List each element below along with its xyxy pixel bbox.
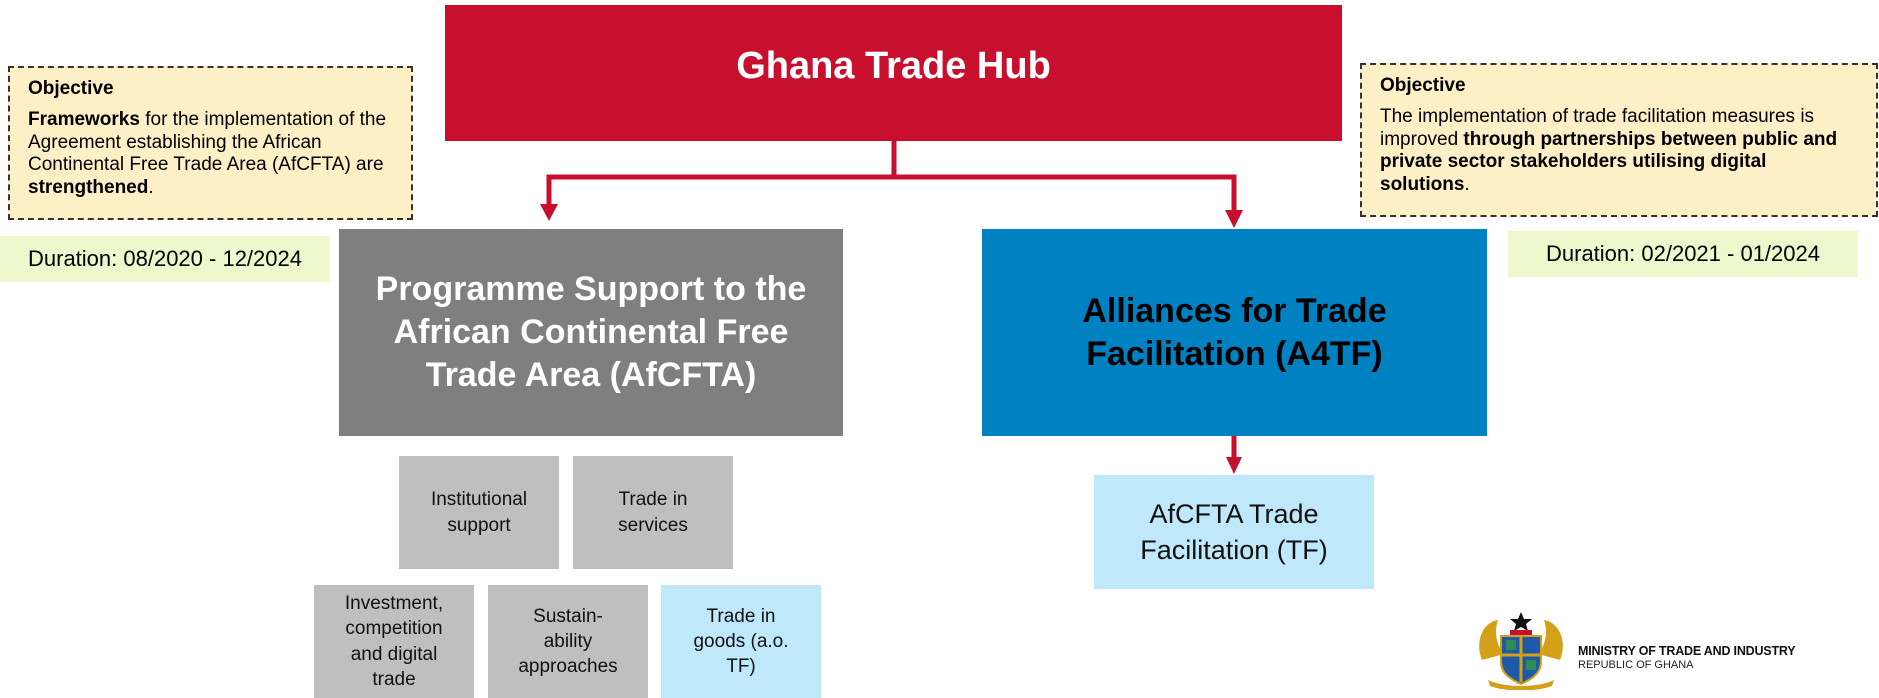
component-institutional-support: Institutional support: [399, 456, 559, 569]
component-label-line: Investment,: [344, 593, 444, 615]
component-label-line: ability: [543, 630, 593, 652]
programme-title-line: Facilitation (A4TF): [1086, 334, 1383, 373]
tf-label-line: AfCFTA Trade: [1149, 498, 1319, 529]
programme-a4tf-box: Alliances for Trade Facilitation (A4TF): [982, 229, 1487, 436]
objective-bold-text: strengthened: [28, 177, 149, 199]
ministry-name: MINISTRY OF TRADE AND INDUSTRY: [1578, 644, 1796, 658]
component-label-line: services: [618, 514, 688, 536]
ghana-coat-of-arms-icon: [1479, 612, 1563, 690]
objective-box-left: Objective Frameworks for the implementat…: [8, 66, 413, 220]
tf-label-line: Facilitation (TF): [1140, 535, 1328, 565]
arrowhead-afcfta: [540, 204, 558, 221]
component-label-line: Trade in: [618, 489, 688, 511]
component-label-line: goods (a.o.: [693, 630, 789, 652]
objective-text: Frameworks for the implementation of the…: [28, 109, 393, 200]
component-trade-in-services: Trade in services: [573, 456, 733, 569]
programme-title-line: African Continental Free: [393, 313, 789, 352]
objective-body-text: .: [148, 177, 154, 199]
objective-title: Objective: [28, 78, 114, 99]
objective-bold-text: Frameworks: [28, 108, 140, 130]
objective-body-text: for the implementation of the Agreement …: [28, 108, 387, 176]
programme-title-line: Trade Area (AfCFTA): [425, 355, 757, 394]
objective-bold-text: through partnerships between public and …: [1380, 128, 1838, 196]
programme-title-line: Alliances for Trade: [1082, 291, 1387, 330]
duration-label-left: Duration: 08/2020 - 12/2024: [0, 236, 330, 282]
duration-label-right: Duration: 02/2021 - 01/2024: [1508, 231, 1858, 277]
component-label-line: TF): [726, 656, 756, 678]
component-sustainability-approaches: Sustain- ability approaches: [488, 585, 648, 698]
programme-afcfta-box: Programme Support to the African Contine…: [339, 229, 843, 436]
arrowhead-tf: [1226, 457, 1242, 474]
arrow-hub-to-afcfta: [546, 141, 897, 206]
component-trade-in-goods: Trade in goods (a.o. TF): [661, 585, 821, 698]
objective-box-right: Objective The implementation of trade fa…: [1360, 63, 1878, 217]
objective-text: The implementation of trade facilitation…: [1380, 106, 1858, 197]
afcfta-trade-facilitation-box: AfCFTA Trade Facilitation (TF): [1094, 475, 1374, 589]
component-label-line: Sustain-: [533, 605, 603, 627]
component-label-line: trade: [372, 668, 416, 690]
objective-title: Objective: [1380, 75, 1466, 96]
arrow-hub-to-a4tf: [894, 174, 1237, 212]
component-label-line: Trade in: [706, 605, 776, 627]
component-investment-competition: Investment, competition and digital trad…: [314, 585, 474, 698]
objective-body-text: The implementation of trade facilitation…: [1380, 105, 1815, 150]
component-label-line: and digital: [350, 643, 438, 665]
ministry-subtitle: REPUBLIC OF GHANA: [1578, 659, 1694, 671]
component-label-line: support: [447, 514, 511, 536]
hub-title: Ghana Trade Hub: [736, 44, 1051, 87]
component-label-line: Institutional: [430, 489, 528, 511]
hub-box: Ghana Trade Hub: [445, 5, 1342, 141]
component-label-line: approaches: [518, 656, 618, 678]
arrowhead-a4tf: [1225, 210, 1243, 228]
objective-body-text: .: [1464, 174, 1470, 196]
component-label-line: competition: [345, 618, 443, 640]
programme-title-line: Programme Support to the: [375, 270, 807, 309]
